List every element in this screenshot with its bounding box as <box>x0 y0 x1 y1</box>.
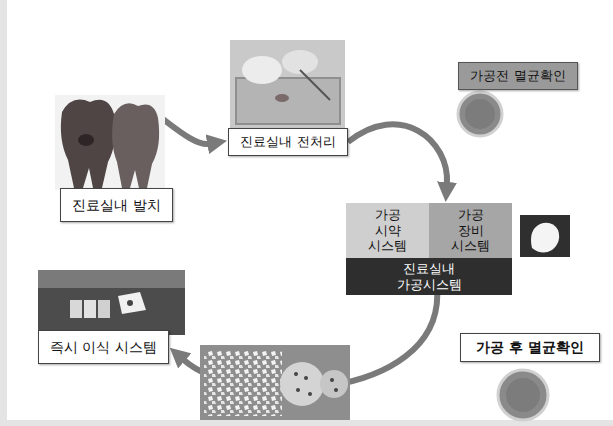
step-label: 가공전 멸균확인 <box>470 68 565 84</box>
flow-arrow <box>348 124 447 184</box>
step-label: 진료실내 가공시스템 <box>384 258 474 295</box>
step-label: 진료실내 전처리 <box>240 134 335 150</box>
system-part: 가공 시약 시스템 <box>346 203 429 258</box>
system-group: 진료실내 가공시스템 가공 시약 시스템 가공 장비 시스템 <box>346 203 512 295</box>
step-label: 가공 후 멸균확인 <box>476 339 584 356</box>
step-label: 가공 장비 시스템 <box>446 207 496 254</box>
granule-photo <box>200 345 350 420</box>
check-box: 가공전 멸균확인 <box>458 62 578 90</box>
tooth-piece-photo <box>520 215 570 257</box>
petri-dish <box>458 92 502 136</box>
petri-dish <box>498 370 548 420</box>
mouth-photo <box>38 270 185 335</box>
page-margin <box>0 0 7 426</box>
step-box: 진료실내 전처리 <box>228 128 348 156</box>
step-box: 진료실내 발치 <box>60 188 173 222</box>
step-label: 즉시 이식 시스템 <box>50 339 157 356</box>
teeth-photo <box>55 95 165 190</box>
step-label: 가공 시약 시스템 <box>363 207 413 254</box>
step-label: 진료실내 발치 <box>72 197 160 214</box>
step-box: 즉시 이식 시스템 <box>38 330 169 364</box>
system-part: 가공 장비 시스템 <box>429 203 512 258</box>
check-box: 가공 후 멸균확인 <box>460 333 600 362</box>
pretreatment-photo <box>230 40 345 128</box>
